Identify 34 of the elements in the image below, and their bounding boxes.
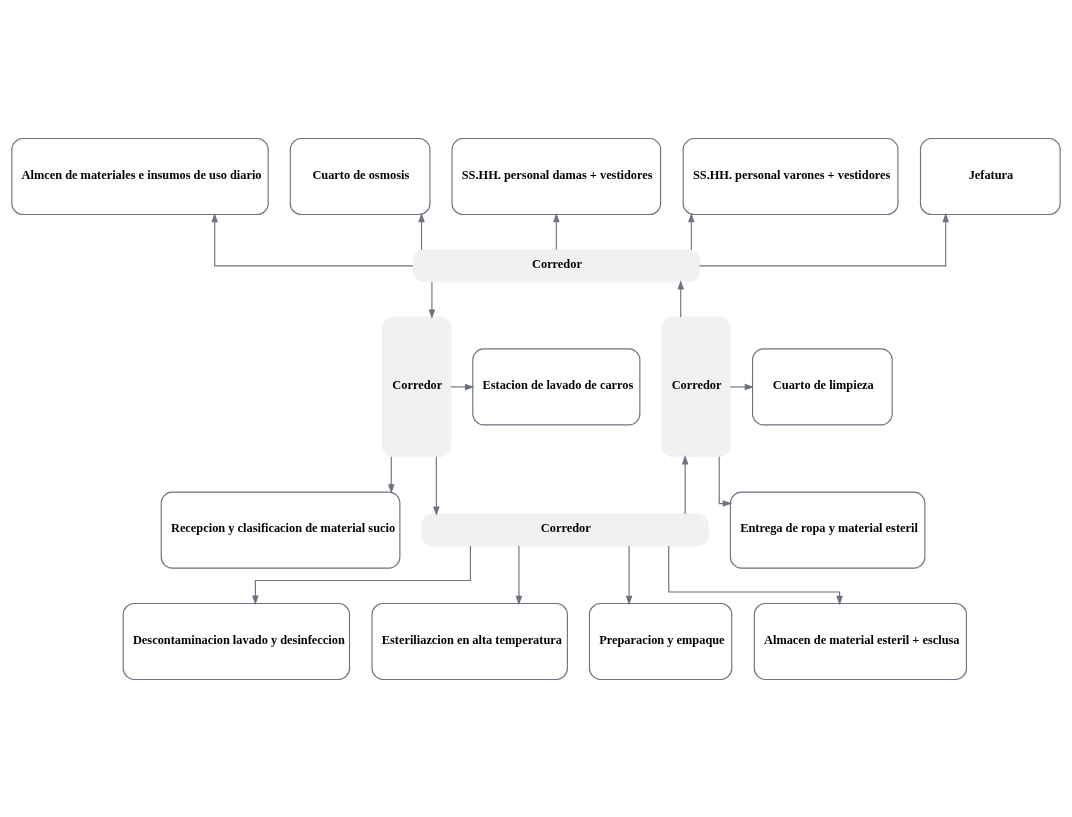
arrow	[450, 383, 475, 390]
arrow	[677, 279, 685, 318]
arrow	[553, 212, 560, 250]
node-box: Esteriliazcion en alta temperatura	[371, 602, 568, 680]
arrow	[699, 212, 949, 266]
node-box: Almcen de materiales e insumos de uso diario	[11, 137, 269, 215]
node-box: Jefatura	[919, 137, 1061, 215]
node-box: Cuarto de limpieza	[751, 347, 893, 425]
arrow	[729, 383, 755, 390]
arrow	[387, 455, 395, 494]
arrow	[428, 280, 436, 319]
node-box: Corredor	[382, 316, 452, 457]
node-box: SS.HH. personal damas + vestidores	[451, 137, 662, 215]
arrow	[433, 455, 440, 516]
node-box: Corredor	[661, 316, 731, 457]
node-box: Corredor	[412, 248, 701, 282]
node-box: SS.HH. personal varones + vestidores	[682, 137, 899, 215]
node-box: Preparacion y empaque	[588, 602, 733, 680]
arrow	[668, 544, 843, 605]
node-box: Descontaminacion lavado y desinfeccion	[122, 602, 351, 680]
node-box: Cuarto de osmosis	[289, 137, 431, 215]
arrow	[688, 212, 695, 250]
node-box: Almacen de material esteril + esclusa	[753, 602, 968, 680]
arrow	[211, 212, 414, 266]
arrow	[681, 454, 689, 515]
node-box: Estacion de lavado de carros	[472, 347, 641, 425]
arrow	[625, 544, 633, 605]
node-box: Entrega de ropa y material esteril	[729, 491, 926, 569]
arrow	[418, 212, 425, 250]
arrow	[252, 544, 471, 605]
node-box: Corredor	[421, 513, 709, 547]
node-box: Recepcion y clasificacion de material sucio	[160, 491, 401, 569]
arrow	[515, 544, 523, 605]
arrow	[718, 455, 733, 507]
